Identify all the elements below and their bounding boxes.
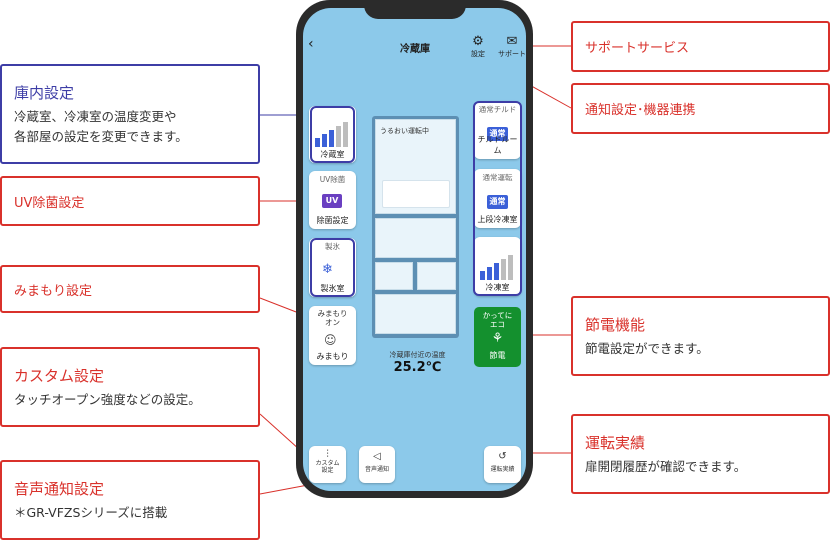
card-label: 製氷室 (320, 284, 345, 293)
callout-desc: ＊GR-VFZSシリーズに搭載 (14, 504, 168, 520)
card-upper-freezer[interactable]: 通常運転 通常 上段冷凍室 (474, 169, 521, 228)
card-label: 除菌設定 (316, 216, 349, 225)
card-chilled-room[interactable]: 通常チルド 通常 チルドルーム (474, 101, 521, 159)
history-label: 運転実績 (490, 466, 515, 473)
page-title: 冷蔵庫 (400, 44, 430, 55)
callout-desc: タッチオープン強度などの設定。 (14, 391, 201, 407)
custom-settings-button[interactable]: ⫶ カスタム 設定 (309, 446, 346, 483)
callout-title: 音声通知設定 (14, 479, 105, 498)
callout-desc: 扉開閉履歴が確認できます。 (585, 458, 747, 474)
card-fridge-room[interactable]: 冷蔵室 (309, 106, 356, 163)
callout-title: カスタム設定 (14, 366, 105, 385)
callout-title: 庫内設定 (14, 83, 75, 102)
callout-title: サポートサービス (585, 41, 690, 56)
card-freezer[interactable]: 冷凍室 (474, 237, 521, 296)
fridge-illustration: うるおい運転中 (372, 116, 459, 338)
fridge-door-top: うるおい運転中 (375, 119, 456, 214)
callout-voice: 音声通知設定 ＊GR-VFZSシリーズに搭載 (0, 460, 260, 540)
mode-badge: 通常 (487, 127, 508, 141)
history-clock-icon: ↺ (498, 451, 507, 462)
callout-title: みまもり設定 (14, 283, 93, 299)
sliders-icon: ⫶ (326, 449, 329, 460)
callout-title: 運転実績 (585, 433, 646, 452)
card-status: 通常チルド (478, 105, 517, 114)
callout-history: 運転実績 扉開閉履歴が確認できます。 (571, 414, 830, 494)
card-label: 冷凍室 (485, 283, 510, 292)
fridge-upper-freezer (417, 262, 456, 290)
custom-settings-label: カスタム 設定 (315, 460, 340, 474)
settings-button[interactable]: ⚙ 設定 (461, 35, 495, 59)
selection-outline (310, 238, 355, 297)
card-mimamori[interactable]: みまもり オン ☺ みまもり (309, 306, 356, 365)
eco-status: かってに エコ (482, 311, 513, 329)
callout-desc: 節電設定ができます。 (585, 340, 709, 356)
support-label: サポート (498, 50, 526, 58)
person-wave-icon: ☺ (324, 333, 337, 347)
gear-icon: ⚙ (472, 34, 484, 49)
ice-cubes-icon: ❄ (322, 262, 333, 277)
callout-eco: 節電機能 節電設定ができます。 (571, 296, 830, 376)
eco-label: 節電 (489, 351, 506, 360)
callout-title: 節電機能 (585, 315, 646, 334)
temp-level-icon (480, 255, 513, 280)
fridge-ice-drawer (375, 262, 413, 290)
ambient-temp-value: 25.2℃ (393, 360, 442, 375)
selection-outline (310, 106, 355, 163)
card-label: 上段冷凍室 (477, 215, 518, 224)
speaker-icon: ◁ (373, 451, 381, 462)
voice-notify-button[interactable]: ◁ 音声通知 (359, 446, 395, 483)
eco-power-button[interactable]: かってに エコ ⚘ 節電 (474, 307, 521, 367)
uv-icon: UV (322, 194, 342, 208)
callout-uv: UV除菌設定 (0, 176, 260, 226)
ambient-temp-label: 冷蔵庫付近の温度 (389, 351, 446, 359)
card-ice-maker[interactable]: 製氷 ❄ 製氷室 (309, 238, 356, 297)
card-label: 冷蔵室 (320, 150, 345, 159)
callout-support: サポートサービス (571, 21, 830, 72)
temp-level-icon (315, 122, 348, 147)
callout-notify: 通知設定･機器連携 (571, 83, 830, 134)
callout-title: 通知設定･機器連携 (585, 103, 696, 118)
callout-custom: カスタム設定 タッチオープン強度などの設定。 (0, 347, 260, 427)
card-status: UV除菌 (319, 175, 346, 184)
card-label: チルドルーム (477, 135, 518, 155)
support-chat-icon: ✉ (506, 34, 518, 49)
card-status: 通常運転 (482, 173, 513, 182)
support-button[interactable]: ✉ サポート (495, 35, 529, 59)
fridge-freezer-drawer (375, 294, 456, 334)
callout-title: UV除菌設定 (14, 195, 85, 211)
back-chevron-icon[interactable]: ‹ (308, 36, 314, 52)
callout-inside-settings: 庫内設定 冷蔵室、冷凍室の温度変更や 各部屋の設定を変更できます。 (0, 64, 260, 164)
fridge-chilled-drawer (375, 218, 456, 258)
settings-label: 設定 (471, 50, 485, 58)
fridge-display-text: うるおい運転中 (380, 127, 429, 135)
voice-notify-label: 音声通知 (364, 466, 389, 473)
selection-outline (473, 101, 522, 296)
callout-desc: 冷蔵室、冷凍室の温度変更や 各部屋の設定を変更できます。 (14, 108, 188, 144)
sprout-icon: ⚘ (491, 331, 504, 346)
mode-badge: 通常 (487, 195, 508, 209)
card-status: みまもり オン (317, 309, 348, 327)
callout-mimamori: みまもり設定 (0, 265, 260, 313)
card-label: みまもり (316, 352, 349, 361)
card-status: 製氷 (325, 242, 340, 251)
fridge-display-panel (382, 180, 450, 208)
card-uv-sterilize[interactable]: UV除菌 UV 除菌設定 (309, 171, 356, 229)
phone-notch (364, 0, 466, 19)
history-button[interactable]: ↺ 運転実績 (484, 446, 521, 483)
